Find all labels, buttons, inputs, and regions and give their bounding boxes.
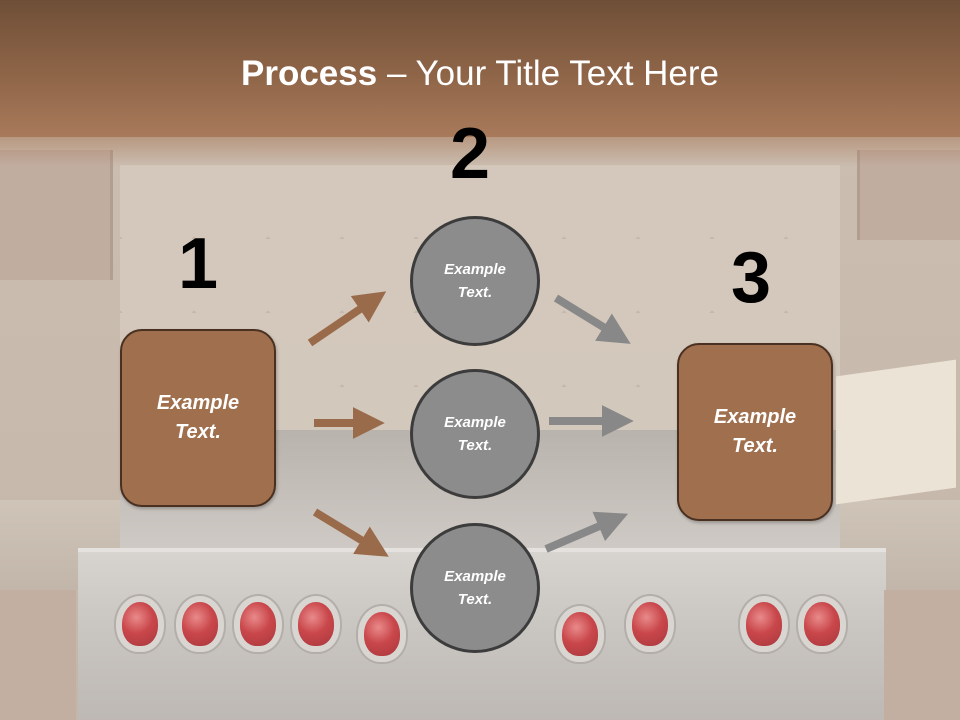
circle-middle-text-line2: Text. [457, 437, 493, 454]
step-1-text-line1: Example [156, 392, 240, 414]
circle-middle: Example Text. [410, 369, 540, 499]
step-number-1: 1 [178, 224, 219, 304]
stove-knob [746, 602, 782, 646]
stove-knob [632, 602, 668, 646]
title-bold: Process [241, 54, 378, 93]
stove-knob [364, 612, 400, 656]
circle-top-text-line2: Text. [457, 284, 493, 301]
stove-knob [240, 602, 276, 646]
circle-bottom-text-line2: Text. [457, 591, 493, 608]
circle-bottom: Example Text. [410, 523, 540, 653]
step-number-3: 3 [731, 238, 772, 318]
circle-middle-text-line1: Example [444, 414, 506, 431]
arrow-from-circle-top [553, 294, 631, 344]
drawer-left [0, 590, 76, 720]
title-rest: – Your Title Text Here [377, 54, 719, 93]
step-1-text-line2: Text. [175, 421, 221, 443]
arrow-from-circle-bottom [544, 511, 629, 553]
arrow-to-circle-top [307, 291, 387, 347]
step-3-box: Example Text. [677, 343, 833, 521]
stove-knob [298, 602, 334, 646]
step-number-2: 2 [450, 114, 491, 194]
cabinet-left [0, 150, 113, 280]
title-banner-fade [0, 137, 960, 167]
circle-top-text-line1: Example [444, 261, 506, 278]
stove-knob [804, 602, 840, 646]
step-1-box: Example Text. [120, 329, 276, 507]
stove-knob [562, 612, 598, 656]
circle-top: Example Text. [410, 216, 540, 346]
stove-knob [122, 602, 158, 646]
step-3-text-line2: Text. [732, 435, 778, 457]
circle-bottom-text-line1: Example [444, 568, 506, 585]
drawer-right [884, 590, 960, 720]
arrow-to-circle-bottom [312, 508, 389, 557]
step-3-text-line1: Example [713, 406, 797, 428]
stove-knob [182, 602, 218, 646]
slide-title: Process – Your Title Text Here [0, 52, 960, 96]
title-banner [0, 0, 960, 137]
